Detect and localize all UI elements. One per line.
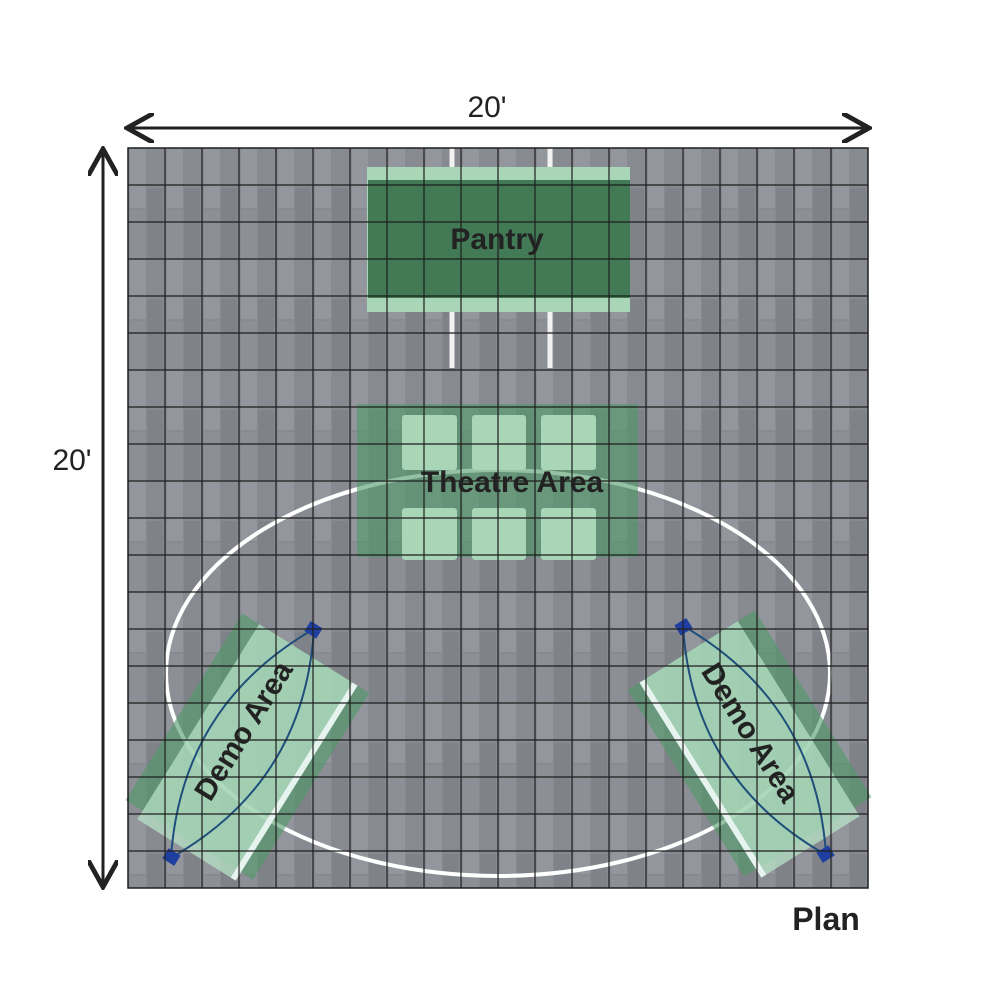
width-label: 20' [467,91,506,124]
theatre-area-label: Theatre Area [421,466,604,499]
pantry-label: Pantry [450,223,544,256]
floor-border [127,147,869,889]
theatre-seats [402,415,596,560]
depth-label: 20' [52,444,91,477]
plan-title: Plan [792,901,860,937]
pantry-legs [449,148,553,368]
demo-area-right[interactable] [612,585,888,902]
floor-grid [128,148,868,888]
